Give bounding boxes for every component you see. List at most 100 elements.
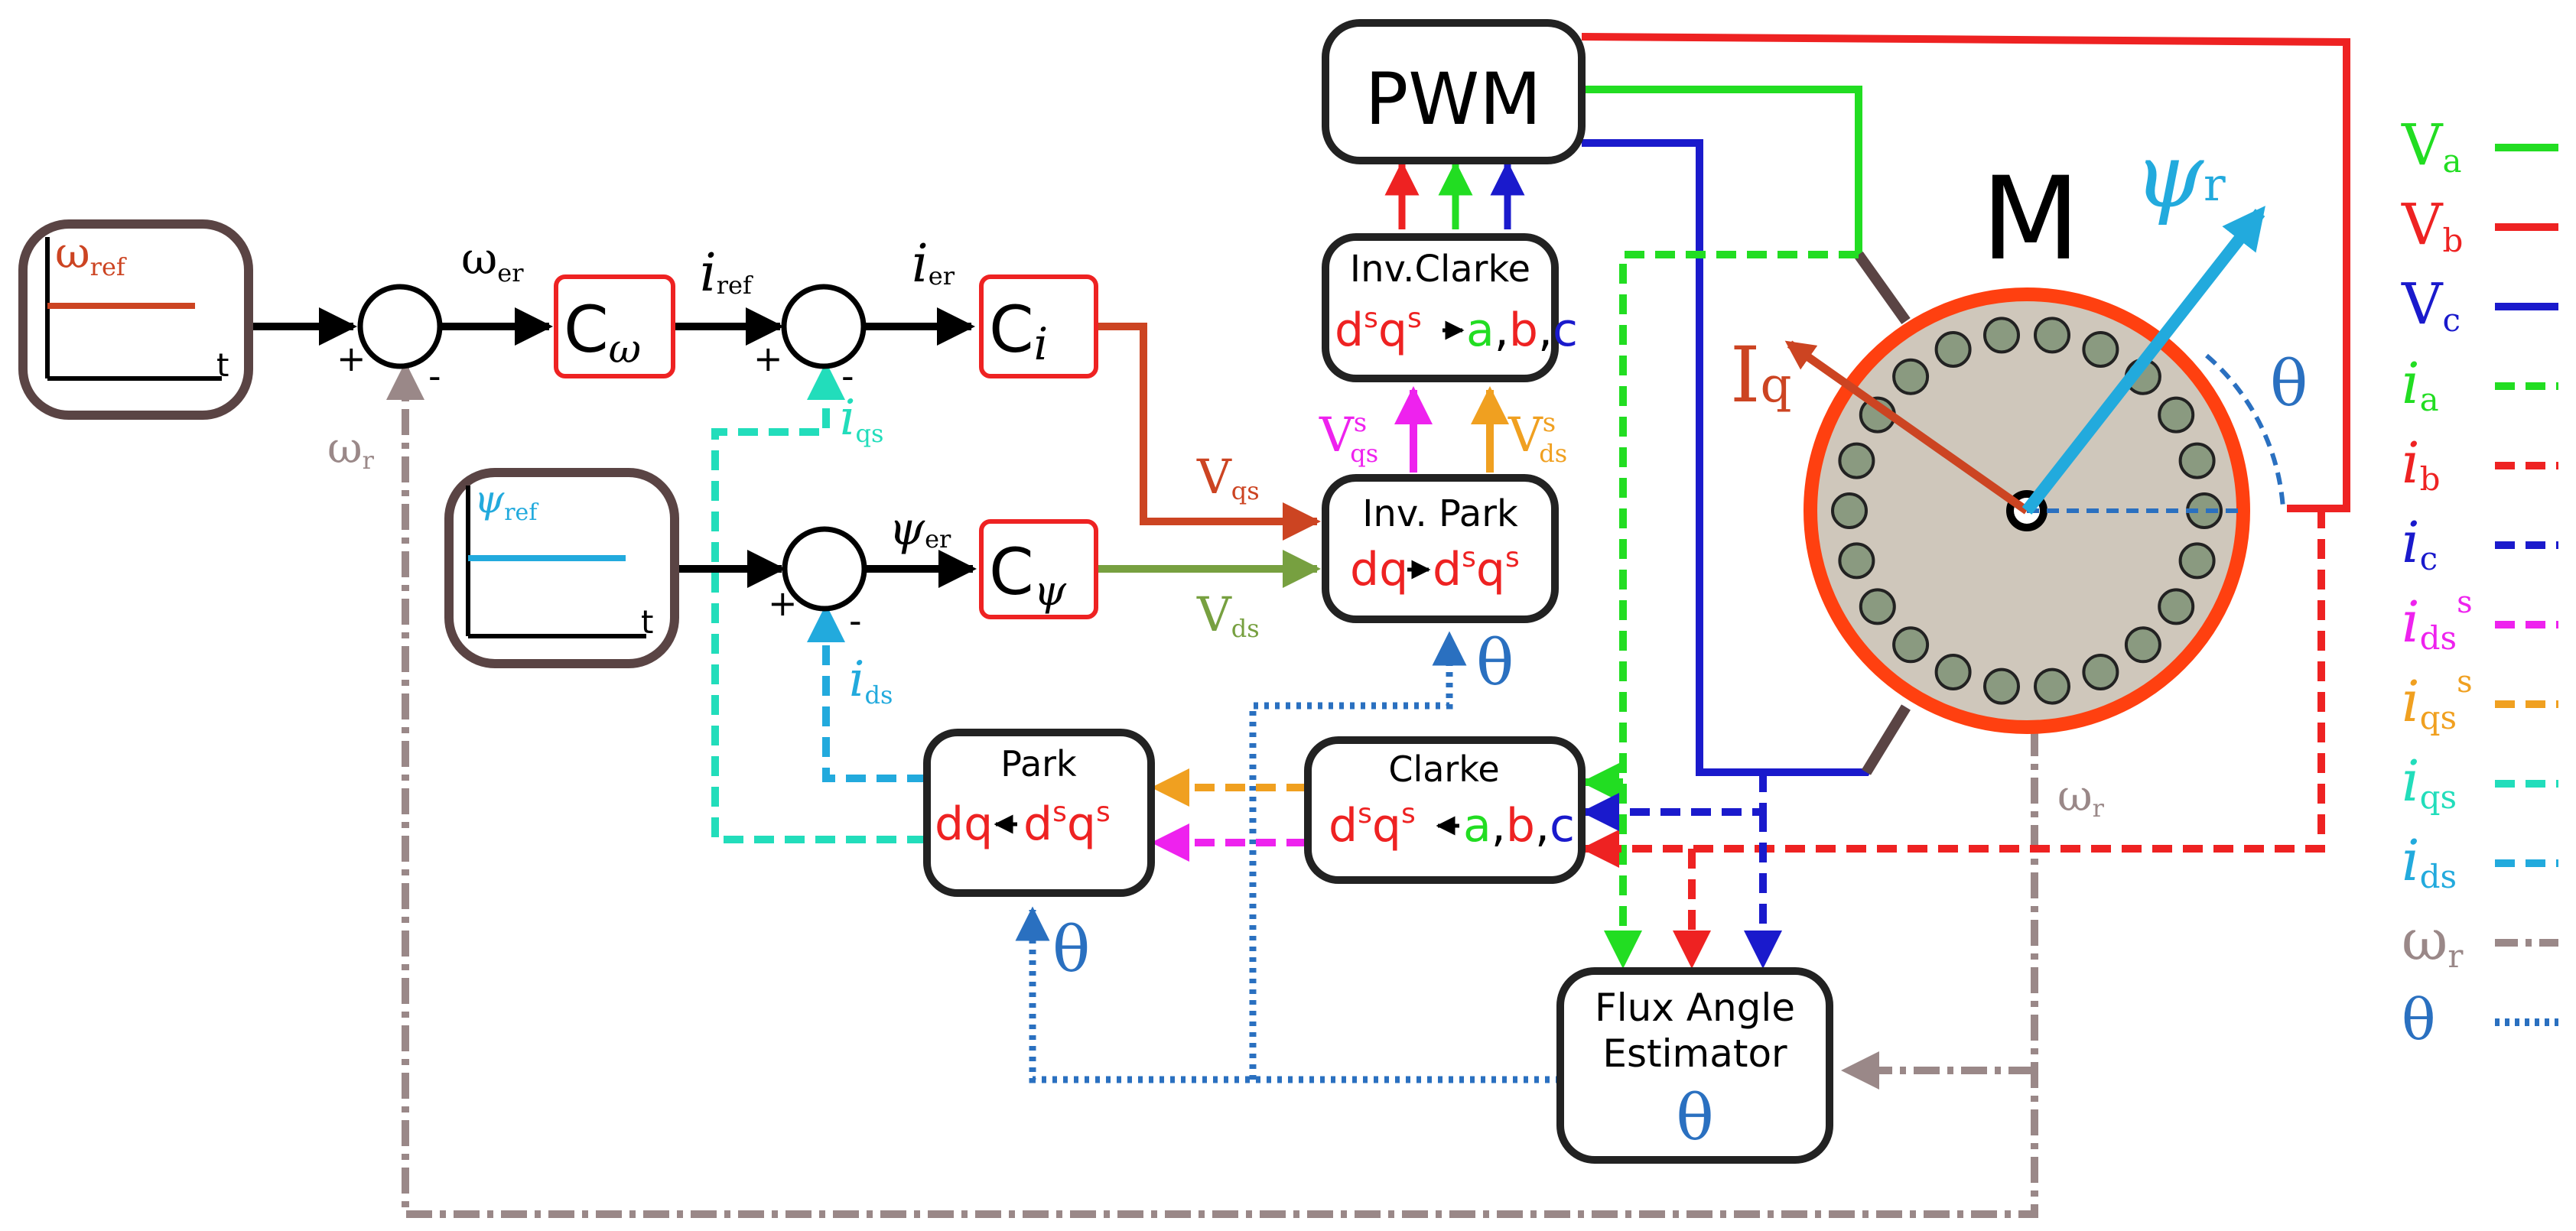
inv-park-block: Inv. Park dq dsqs [1322, 474, 1559, 623]
inv-clarke-to-pwm-wires [1384, 161, 1525, 229]
svg-text:dq: dq [935, 797, 993, 851]
legend-item: iqs [2402, 749, 2558, 816]
motor: M Iq ψr θ ωr [1730, 125, 2308, 823]
legend-item: θ [2402, 987, 2558, 1053]
legend-item: idss [2402, 585, 2558, 657]
pwm-phase-wires [1581, 33, 2350, 776]
svg-text:ψref: ψref [474, 477, 538, 526]
c-omega-block: Cω [554, 274, 675, 378]
svg-text:-: - [841, 356, 854, 397]
park-block: Park dq dsqs [923, 729, 1155, 897]
stator-slot [2158, 396, 2195, 434]
c-i-block: Ci [979, 274, 1098, 378]
legend-item: ia [2402, 351, 2558, 418]
svg-text:a,b,c: a,b,c [1463, 799, 1575, 853]
svg-text:dsqs: dsqs [1329, 798, 1416, 853]
svg-text:t: t [216, 346, 229, 384]
stator-slot [2158, 588, 2195, 625]
legend-item: iqss [2402, 664, 2558, 736]
sum-junction-flux: + - [768, 526, 867, 641]
flux-angle-estimator-block: Flux Angle Estimator θ [1556, 967, 1833, 1164]
inv-clarke-block: Inv.Clarke dsqs a,b,c [1322, 233, 1578, 382]
label-theta-park: θ [1052, 914, 1090, 986]
ids-feedback-wire [807, 604, 927, 782]
svg-text:PWM: PWM [1365, 58, 1542, 141]
svg-text:ic: ic [2402, 510, 2438, 577]
label-theta-inv-park: θ [1476, 627, 1514, 700]
stator-slot [2082, 654, 2119, 690]
omega-ref-source: ωref t [18, 219, 253, 420]
svg-text:Clarke: Clarke [1388, 749, 1499, 790]
legend-item: ids [2402, 828, 2558, 895]
svg-text:Vb: Vb [2401, 192, 2463, 259]
svg-text:M: M [1981, 153, 2080, 286]
forward-path-wires [249, 307, 977, 588]
stator-slot [1859, 588, 1896, 625]
svg-text:+: + [768, 583, 798, 624]
theta-wire [1015, 631, 1560, 1083]
svg-text:dsqs: dsqs [1335, 303, 1422, 357]
svg-text:Inv. Park: Inv. Park [1362, 492, 1518, 535]
legend-item: Va [2401, 112, 2558, 180]
legend-item: ic [2402, 510, 2558, 577]
clarke-block: Clarke dsqs a,b,c [1304, 736, 1586, 884]
svg-text:-: - [849, 600, 862, 641]
svg-text:idss: idss [2402, 585, 2473, 657]
svg-text:Inv.Clarke: Inv.Clarke [1350, 248, 1530, 291]
svg-text:+: + [753, 338, 783, 379]
phase-current-wires [1581, 251, 2325, 969]
stator-slot [1831, 492, 1868, 529]
svg-text:θ: θ [2402, 987, 2436, 1053]
label-psi-er: ψer [889, 502, 951, 556]
stator-slot [1892, 358, 1930, 395]
legend-item: ib [2402, 430, 2558, 498]
sum-junction-speed: + - [337, 284, 443, 397]
label-i-ds: ids [849, 651, 893, 710]
legend-item: Vb [2401, 192, 2558, 259]
label-i-er: ier [912, 234, 955, 294]
stator-slot [2034, 667, 2070, 705]
stator-slot [2124, 626, 2161, 664]
svg-text:t: t [641, 603, 653, 641]
svg-text:iqss: iqss [2402, 664, 2473, 736]
stator-slot [1983, 317, 2020, 354]
stator-slot [2082, 331, 2119, 368]
svg-text:Va: Va [2401, 112, 2462, 180]
sum-junction-current: + - [753, 284, 867, 397]
svg-text:iqs: iqs [2402, 749, 2457, 816]
svg-text:dq: dq [1350, 543, 1408, 596]
svg-text:Park: Park [1000, 743, 1077, 784]
svg-text:ia: ia [2402, 351, 2439, 418]
svg-text:Vc: Vc [2401, 271, 2461, 339]
pwm-block: PWM [1322, 19, 1586, 164]
svg-text:θ: θ [1676, 1082, 1713, 1155]
legend-item: ωr [2402, 908, 2558, 975]
stator-slot [1934, 654, 1972, 690]
svg-text:ωr: ωr [2402, 908, 2464, 975]
stator-slot [1838, 442, 1875, 479]
stator-slot [2178, 542, 2216, 580]
svg-text:Iq: Iq [1730, 330, 1791, 420]
svg-text:ψr: ψr [2134, 125, 2226, 228]
svg-text:+: + [337, 338, 366, 379]
legend-item: Vc [2401, 271, 2558, 339]
svg-text:θ: θ [2270, 348, 2308, 421]
svg-text:ωr: ωr [2057, 771, 2105, 823]
svg-text:a,b,c: a,b,c [1466, 304, 1578, 357]
vqs-wire [1096, 323, 1321, 541]
stator-slot [1934, 331, 1972, 368]
svg-text:dsqs: dsqs [1023, 797, 1111, 851]
stator-slot [1838, 542, 1875, 580]
svg-text:Flux Angle: Flux Angle [1595, 986, 1795, 1030]
stator-slot [2034, 317, 2070, 354]
svg-text:ωref: ωref [55, 229, 127, 281]
label-omega-er: ωer [461, 232, 524, 287]
svg-text:Cω: Cω [564, 292, 641, 372]
label-omega-r-feedback: ωr [327, 424, 375, 475]
svg-text:ib: ib [2402, 430, 2441, 498]
label-v-ds: Vds [1196, 586, 1260, 643]
iqs-feedback-wire [711, 362, 927, 843]
